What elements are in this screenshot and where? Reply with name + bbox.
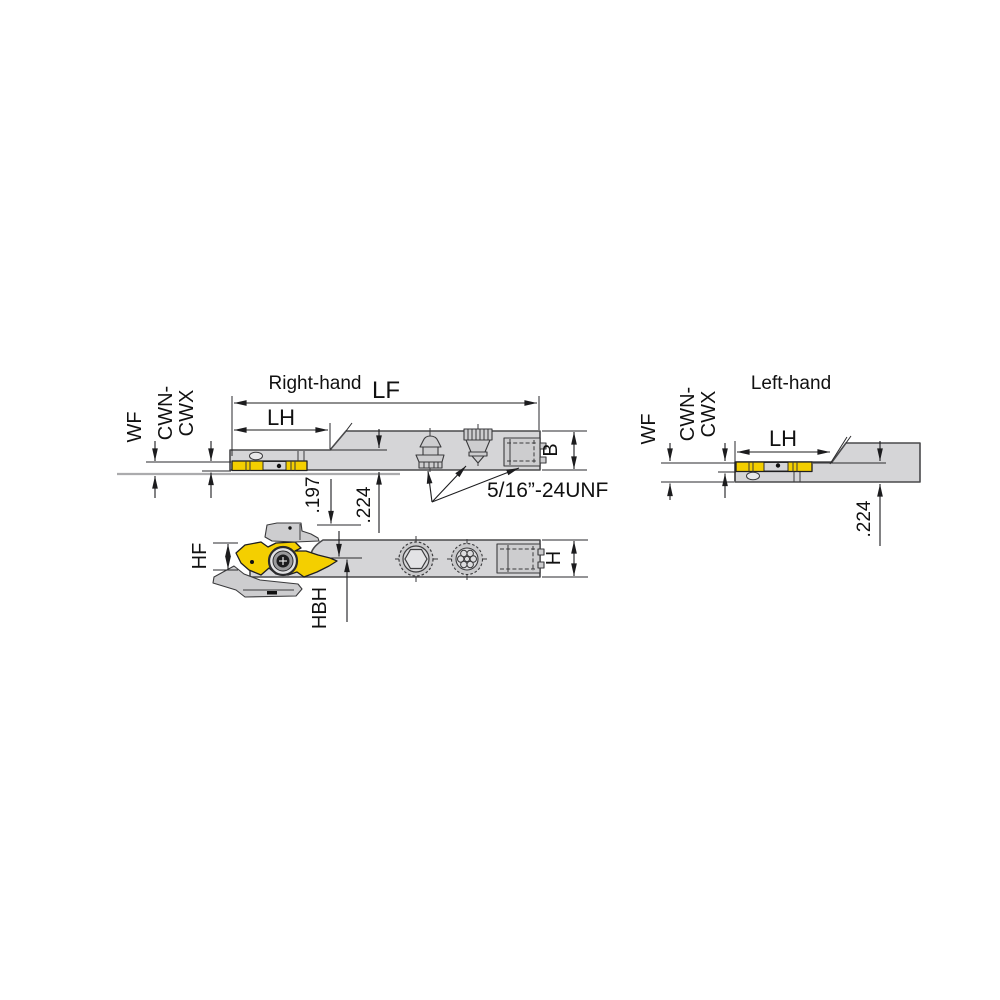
thread-leader-3 <box>431 467 520 503</box>
insert-strip-left <box>735 461 813 482</box>
side-view-dimensions <box>213 479 588 622</box>
left-view-dimensions <box>661 436 883 546</box>
head-hook <box>212 565 303 598</box>
side-view: HF H HBH .197 <box>189 477 588 629</box>
insert-strip-right <box>231 451 308 472</box>
right-hand-top-view: Right-hand LF LH WF CWN- CWX B .224 5/16… <box>117 373 608 533</box>
dim-label-h: H <box>543 551 565 565</box>
right-view-dimensions <box>146 396 587 533</box>
dim-label-lf: LF <box>372 377 400 404</box>
dim-label-cwn-left: CWN- <box>677 387 699 441</box>
view-title-left-hand: Left-hand <box>751 373 831 394</box>
thread-spec-label: 5/16”-24UNF <box>487 479 608 502</box>
end-block-side-icon <box>496 543 545 574</box>
end-block-top-icon <box>503 437 547 467</box>
chamfer-extension-left <box>845 435 852 444</box>
dim-label-cwn-right: CWN- <box>155 386 177 440</box>
hook-notch <box>267 591 277 595</box>
clamp-hole-ellipse <box>249 451 263 461</box>
clamp-screw-top-icon <box>415 428 445 472</box>
dim-label-lh-right: LH <box>267 405 295 430</box>
dim-label-224-left: .224 <box>854 500 875 537</box>
insert-clamp-gap <box>262 461 287 471</box>
dim-label-lh-left: LH <box>769 426 797 451</box>
dim-label-197: .197 <box>303 477 324 514</box>
lh-right-extension-left <box>829 436 848 465</box>
insert-screw-dot <box>276 463 282 469</box>
view-title-right-hand: Right-hand <box>269 373 362 394</box>
chamfer-extension-line <box>345 422 353 432</box>
dim-label-hf: HF <box>189 543 211 570</box>
dim-label-wf-left: WF <box>638 413 660 444</box>
dim-label-wf-right: WF <box>124 411 146 442</box>
dim-label-cwx-right: CWX <box>176 390 198 437</box>
dim-label-cwx-left: CWX <box>698 391 720 438</box>
adjust-screw-top-icon <box>463 424 493 466</box>
dim-label-b: B <box>540 443 562 456</box>
clamp-hole-ellipse-left <box>746 471 760 481</box>
insert-screw-dot-left <box>775 463 781 468</box>
hex-socket-screw-icon <box>395 536 438 582</box>
head-screw-icon <box>250 545 299 577</box>
torx-screw-icon <box>447 539 487 580</box>
head-clamp <box>264 522 320 543</box>
dim-label-224-right: .224 <box>354 486 375 523</box>
left-hand-top-view: Left-hand LH WF CWN- CWX .224 <box>638 373 921 546</box>
dim-label-hbh: HBH <box>309 587 331 629</box>
insert-clamp-gap-left <box>763 462 789 472</box>
thread-leader-2 <box>431 465 467 503</box>
thread-leader-1 <box>426 470 433 503</box>
